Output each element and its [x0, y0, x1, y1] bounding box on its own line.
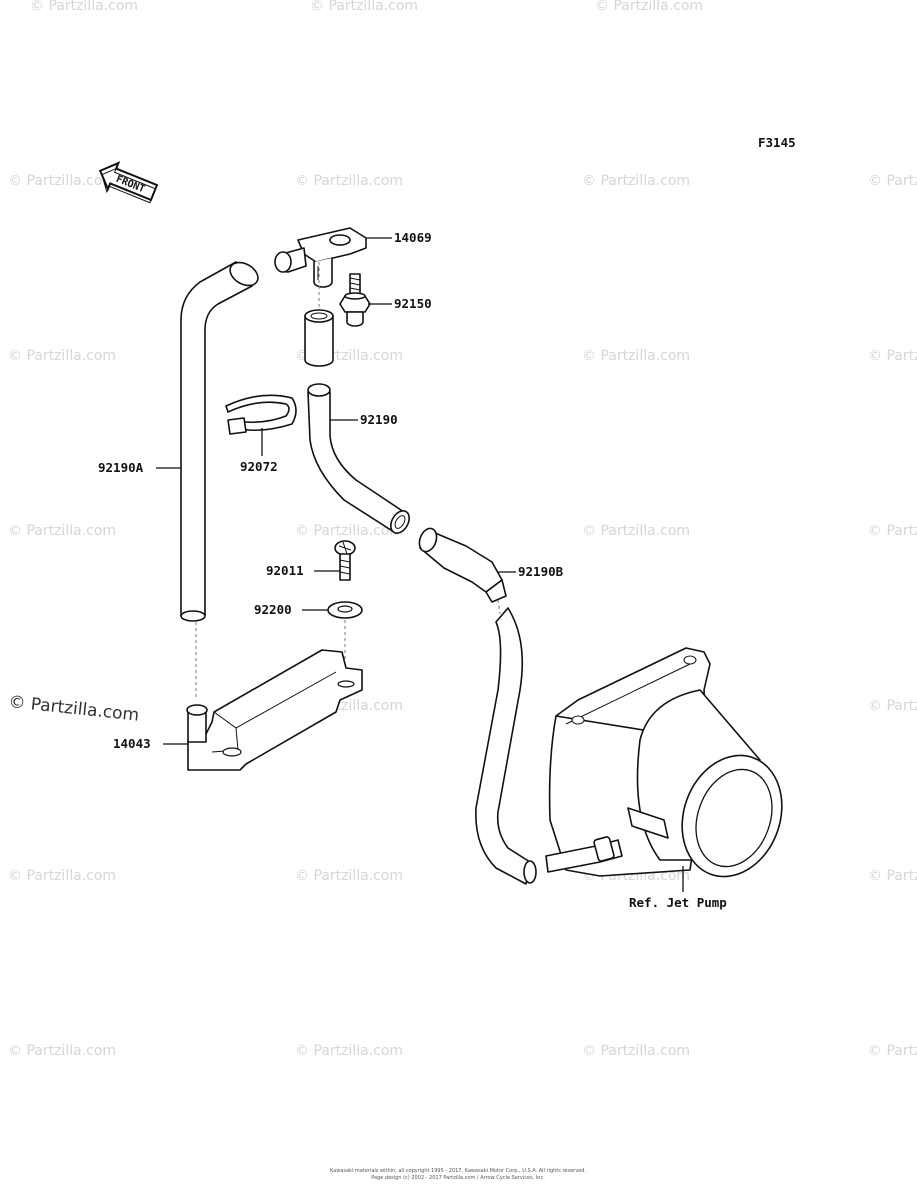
watermark: © Partzilla.com: [582, 523, 690, 539]
watermark: © Partzilla.com: [582, 348, 690, 364]
watermark: © Partzilla.com: [295, 523, 403, 539]
watermark: © Partzilla.com: [8, 523, 116, 539]
label-92072: 92072: [240, 459, 278, 474]
watermark: © Partzilla.com: [868, 348, 917, 364]
figure-code: F3145: [758, 135, 796, 150]
watermark: © Partzilla.com: [868, 523, 917, 539]
watermark: © Partzilla.com: [295, 868, 403, 884]
label-92190B: 92190B: [518, 564, 564, 579]
hose-92190A: [180, 261, 259, 700]
watermark: © Partzilla.com: [868, 868, 917, 884]
watermark: © Partzilla.com: [295, 1043, 403, 1059]
hose-segment: [304, 262, 334, 367]
washer-92200: [327, 601, 363, 660]
copyright-line-2: Page design (c) 2002 - 2017 Partzilla.co…: [371, 1175, 545, 1181]
copyright-line-1: Kawasaki materials within, all copyright…: [330, 1168, 586, 1174]
bolt-92150: [339, 273, 371, 327]
screw-92011: [334, 540, 356, 581]
watermark: © Partzilla.com: [595, 0, 703, 14]
watermark: © Partzilla.com: [30, 0, 138, 14]
label-92011: 92011: [266, 563, 304, 578]
label-14043: 14043: [113, 736, 151, 751]
clamp-92072: [225, 394, 297, 435]
watermark-layer: © Partzilla.com © Partzilla.com © Partzi…: [7, 0, 917, 1059]
hose-92190: [307, 383, 410, 534]
watermark-main: © Partzilla.com: [7, 692, 140, 726]
label-ref-jet-pump: Ref. Jet Pump: [629, 895, 727, 910]
hose-92190B: [418, 527, 537, 885]
watermark: © Partzilla.com: [310, 0, 418, 14]
watermark: © Partzilla.com: [868, 173, 917, 189]
watermark: © Partzilla.com: [8, 173, 116, 189]
label-92190: 92190: [360, 412, 398, 427]
jet-pump: [545, 647, 783, 878]
watermark: © Partzilla.com: [582, 173, 690, 189]
watermark: © Partzilla.com: [868, 698, 917, 714]
label-92150: 92150: [394, 296, 432, 311]
watermark: © Partzilla.com: [8, 868, 116, 884]
watermark: © Partzilla.com: [8, 348, 116, 364]
watermark: © Partzilla.com: [582, 1043, 690, 1059]
watermark: © Partzilla.com: [8, 1043, 116, 1059]
label-14069: 14069: [394, 230, 432, 245]
label-92190A: 92190A: [98, 460, 144, 475]
watermark: © Partzilla.com: [868, 1043, 917, 1059]
watermark: © Partzilla.com: [295, 173, 403, 189]
bracket-14043: [186, 649, 363, 771]
label-92200: 92200: [254, 602, 292, 617]
fitting-14069: [274, 227, 367, 288]
